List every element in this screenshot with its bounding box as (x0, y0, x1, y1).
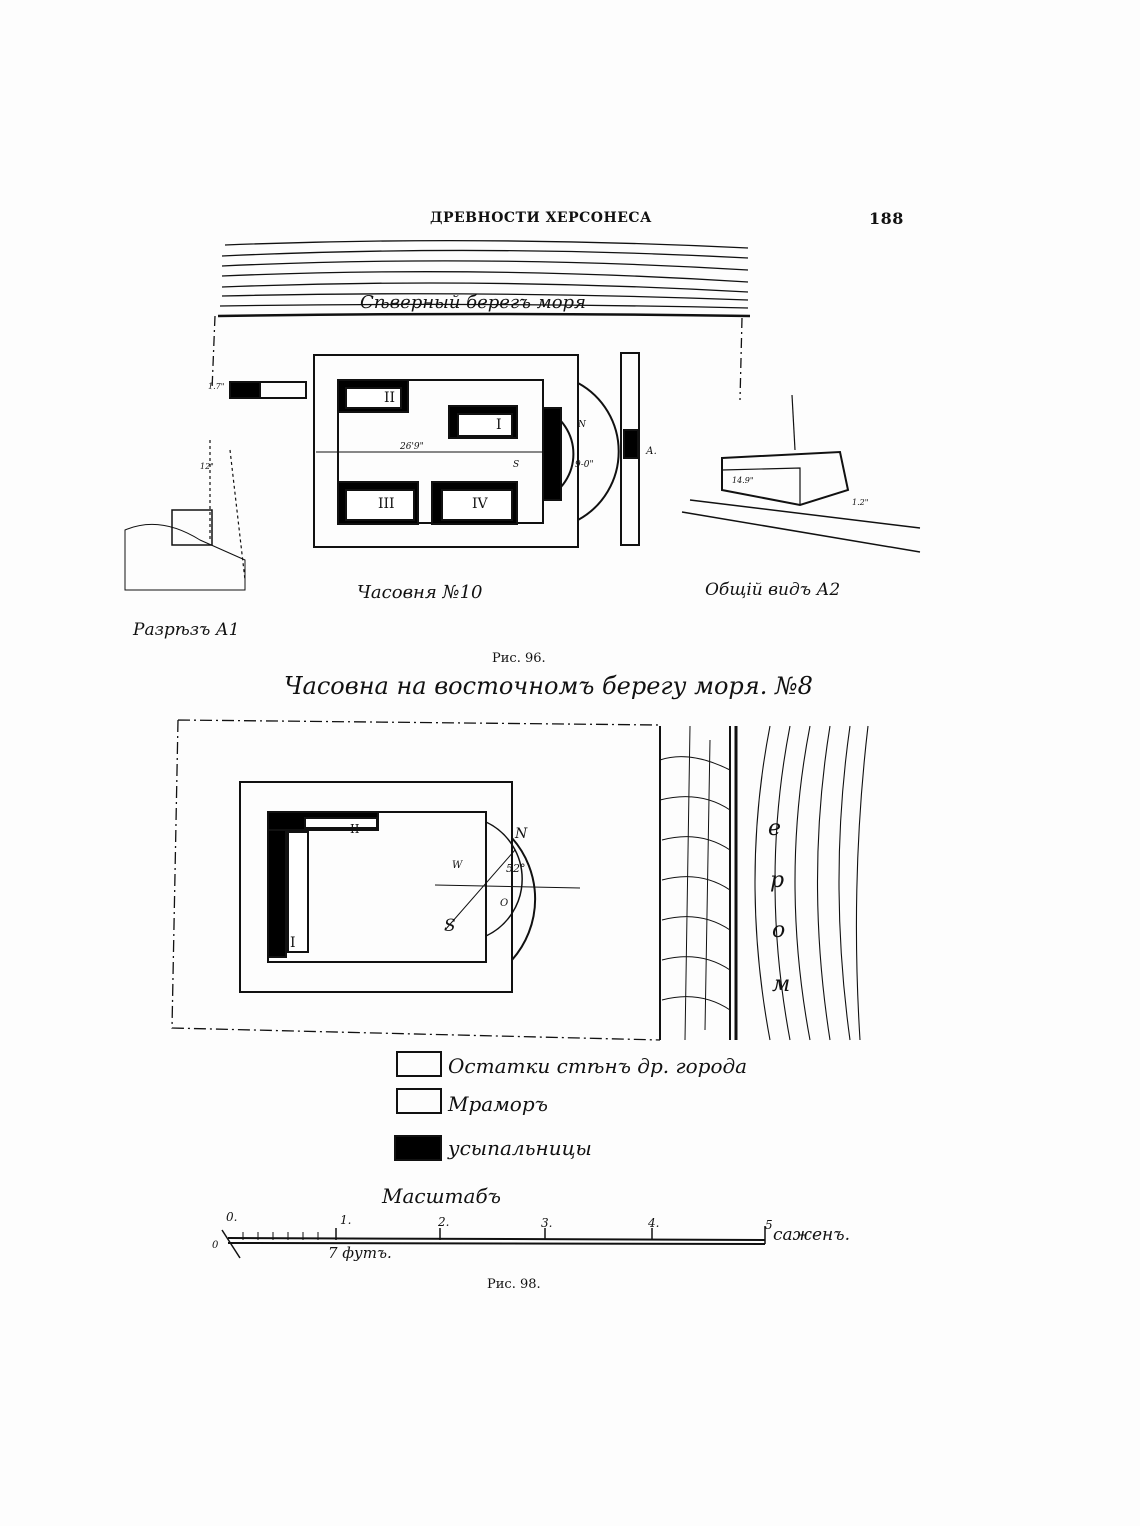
point-a: А. (646, 446, 657, 457)
tomb-label-i-8: I (290, 935, 296, 951)
sea-contours (754, 725, 869, 1041)
dim-view-h: 1.2" (852, 498, 869, 507)
compass-n: N (578, 420, 586, 430)
dim-length: 26'9" (400, 442, 424, 452)
tomb-label-ii-8: II (350, 822, 360, 836)
sea-letter-3: о (772, 918, 786, 943)
scale-tick-4: 4. (648, 1216, 660, 1230)
tomb-label-v: V (264, 382, 272, 395)
compass-o-8: O (500, 898, 509, 909)
tomb-label-i: I (496, 417, 502, 433)
dim-v-height: 1.7" (208, 382, 225, 391)
compass-s-8: S (444, 916, 456, 936)
sea-letter-2: р (770, 868, 785, 893)
dim-view-len: 14.9" (732, 476, 754, 485)
sea-lines (217, 240, 751, 318)
scale-tick-1: 1. (340, 1213, 352, 1227)
page-number: 188 (869, 209, 904, 228)
chapel-10-title: Часовня №10 (357, 582, 483, 603)
section-label: Разрѣзъ А1 (133, 620, 240, 640)
scale-feet: 7 футъ. (328, 1244, 392, 1262)
running-header: ДРЕВНОСТИ ХЕРСОНЕСА (430, 210, 652, 226)
scale-title: Масштабъ (382, 1184, 501, 1208)
scale-tick-5: 5 (765, 1218, 773, 1232)
tomb-label-iii: III (378, 496, 395, 512)
dim-apse: 9-0" (575, 460, 594, 470)
figure-98-caption: Рис. 98. (487, 1277, 541, 1292)
legend-marble: Мраморъ (448, 1092, 548, 1116)
sea-letter-4: м (772, 972, 791, 997)
compass-n-8: N (515, 826, 528, 842)
shore-label: Сѣверный берегъ моря (360, 292, 586, 313)
dim-section-h: 12" (200, 462, 214, 471)
tomb-label-iv: IV (472, 496, 488, 512)
sea-letter-1: е (768, 816, 782, 841)
figure-96-caption: Рис. 96. (492, 651, 546, 666)
tomb-label-ii: II (384, 390, 396, 406)
legend-tombs: усыпальницы (448, 1136, 592, 1160)
legend-city-walls: Остатки стѣнъ др. города (448, 1054, 748, 1078)
angle-label: 52° (506, 862, 526, 875)
scale-unit: саженъ. (773, 1225, 850, 1245)
general-view-label: Общій видъ А2 (705, 580, 841, 600)
compass-w-8: W (452, 860, 463, 871)
scale-tick-3: 3. (541, 1216, 553, 1230)
chapel-8-title: Часовна на восточномъ берегу моря. №8 (284, 672, 813, 700)
compass-s: S (513, 460, 520, 470)
scale-tick-2: 2. (438, 1215, 450, 1229)
city-wall-stones (659, 725, 731, 1041)
scale-tick-0: 0. (226, 1210, 238, 1224)
scale-zero: 0 (212, 1240, 219, 1251)
